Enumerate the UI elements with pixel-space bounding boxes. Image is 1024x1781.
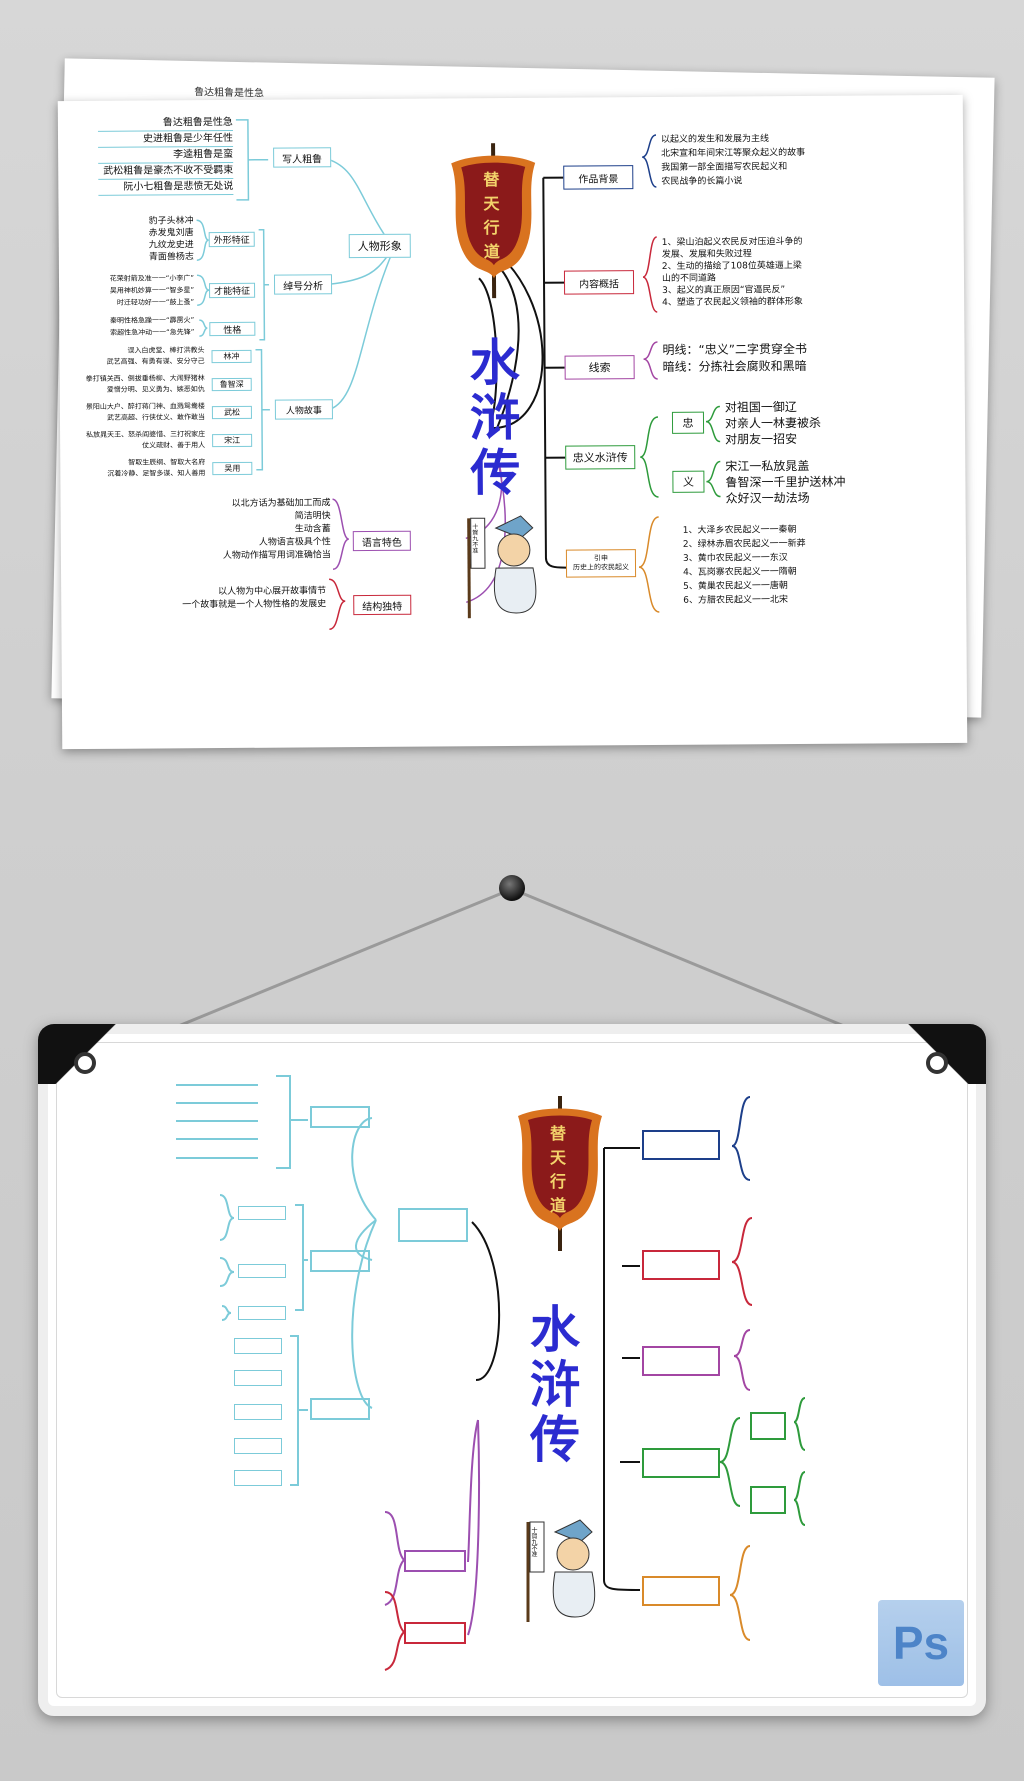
scholar-figure-icon	[467, 515, 537, 619]
tpl-box-xiexie[interactable]	[310, 1106, 370, 1128]
banner-char-1: 替	[550, 1124, 567, 1143]
board-corner-right	[906, 1024, 986, 1084]
banner-char-3: 行	[550, 1172, 567, 1191]
ps-badge-icon: Ps	[878, 1600, 964, 1686]
title-char-3: 传	[530, 1411, 580, 1469]
tpl-small-box[interactable]	[234, 1470, 282, 1486]
tpl-small-box[interactable]	[234, 1338, 282, 1354]
tpl-box-yuyan[interactable]	[404, 1550, 466, 1572]
tpl-small-box[interactable]	[234, 1404, 282, 1420]
tpl-box-xiansuo[interactable]	[642, 1346, 720, 1376]
tpl-small-box[interactable]	[238, 1264, 286, 1278]
title-char-2: 浒	[530, 1356, 580, 1414]
tpl-small-box[interactable]	[238, 1206, 286, 1220]
banner-icon	[451, 143, 536, 299]
tpl-box-zuopin[interactable]	[642, 1130, 720, 1160]
tpl-box-jiegou[interactable]	[404, 1622, 466, 1644]
front-mind-map-sheet: 替 天 行 道 水 浒 传 十賀九不准 人物形象 写人粗鲁 鲁达粗鲁是性急 史进…	[57, 94, 968, 750]
board-inner-border	[56, 1042, 968, 1698]
tpl-box-yi[interactable]	[750, 1486, 786, 1514]
tpl-box-neirong[interactable]	[642, 1250, 720, 1280]
title-char-1: 水	[530, 1301, 580, 1359]
ring-right-icon	[926, 1052, 948, 1074]
banner-char-4: 道	[550, 1196, 567, 1215]
figure-flag-text: 十賀九不准	[530, 1527, 537, 1557]
scholar-figure-icon	[526, 1519, 596, 1622]
tpl-box-chuohao[interactable]	[310, 1250, 370, 1272]
tpl-box-yinshen[interactable]	[642, 1576, 720, 1606]
tpl-small-box[interactable]	[234, 1370, 282, 1386]
banner-icon	[518, 1096, 602, 1251]
tpl-box-renwu[interactable]	[398, 1208, 468, 1242]
pushpin-icon	[499, 875, 525, 901]
tpl-small-box[interactable]	[238, 1306, 286, 1320]
ring-left-icon	[74, 1052, 96, 1074]
banner-char-2: 天	[550, 1148, 567, 1167]
tpl-small-box[interactable]	[234, 1438, 282, 1454]
tpl-box-zhongyi[interactable]	[642, 1448, 720, 1478]
tpl-box-gushi[interactable]	[310, 1398, 370, 1420]
top-connector-lines	[196, 119, 721, 631]
tpl-box-zhong[interactable]	[750, 1412, 786, 1440]
ps-badge-label: Ps	[892, 1617, 950, 1669]
